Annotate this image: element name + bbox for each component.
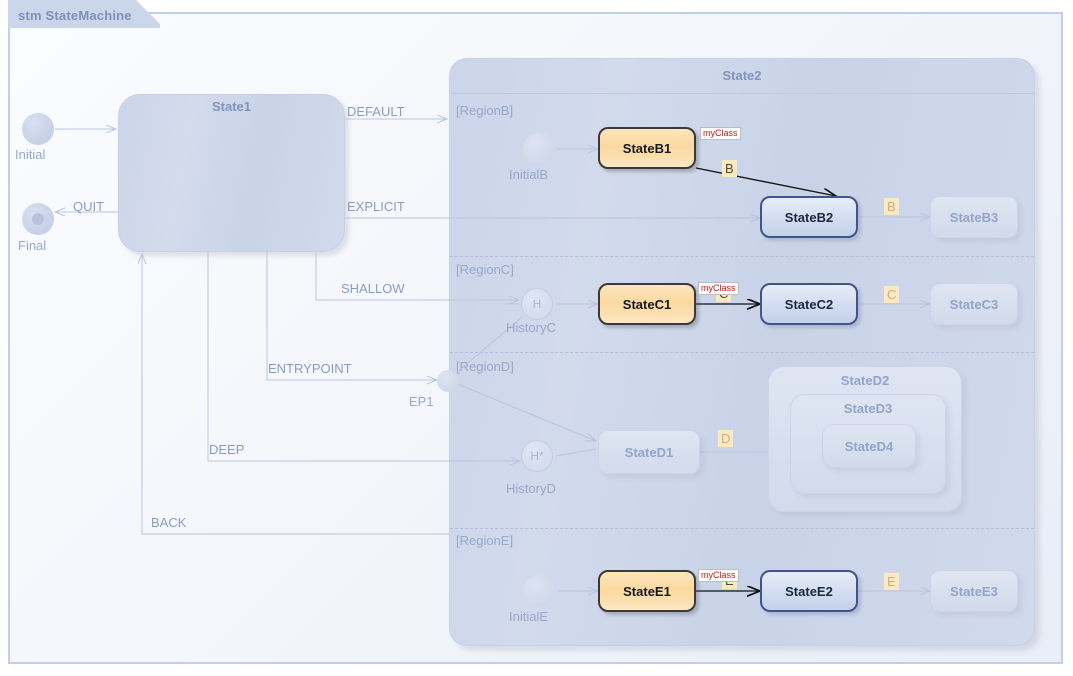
- event-chip-e-dim: E: [884, 573, 899, 590]
- state-statee3[interactable]: StateE3: [930, 570, 1018, 612]
- transition-label-entrypoint: ENTRYPOINT: [268, 361, 352, 376]
- state-stated1[interactable]: StateD1: [598, 430, 700, 474]
- event-chip-b-active: B: [722, 160, 737, 177]
- diagram-frame-tab: [8, 0, 160, 28]
- region-divider-c-d: [450, 352, 1034, 353]
- region-label-e: [RegionE]: [456, 533, 514, 548]
- state-statec2[interactable]: StateC2: [760, 283, 858, 325]
- initial-label: Initial: [15, 147, 46, 162]
- final-label: Final: [18, 238, 47, 253]
- state-statee1[interactable]: StateE1: [598, 570, 696, 612]
- state-stateb2[interactable]: StateB2: [760, 196, 858, 238]
- transition-label-back: BACK: [151, 515, 187, 530]
- stereotype-myclass-c: myClass: [698, 282, 739, 295]
- transition-label-quit: QUIT: [73, 199, 105, 214]
- history-shallow-c[interactable]: H: [521, 288, 553, 320]
- history-deep-d[interactable]: H*: [521, 440, 553, 472]
- region-divider-d-e: [450, 528, 1034, 529]
- state-stated4[interactable]: StateD4: [822, 424, 916, 468]
- state2-title: State2: [722, 68, 762, 83]
- state-statec3[interactable]: StateC3: [930, 283, 1018, 325]
- diagram-title: stm StateMachine: [18, 8, 132, 23]
- historyc-label: HistoryC: [506, 320, 556, 335]
- transition-label-shallow: SHALLOW: [341, 281, 405, 296]
- initialb-label: InitialB: [509, 167, 549, 182]
- final-inner-dot: [32, 213, 44, 225]
- state-statec1[interactable]: StateC1: [598, 283, 696, 325]
- transition-label-explicit: EXPLICIT: [347, 199, 405, 214]
- state2-header-divider: [450, 93, 1034, 94]
- historyd-label: HistoryD: [506, 481, 556, 496]
- stereotype-myclass-b: myClass: [700, 127, 741, 140]
- region-label-c: [RegionC]: [456, 262, 514, 277]
- initial-pseudostate[interactable]: [22, 113, 54, 145]
- region-divider-b-c: [450, 256, 1034, 257]
- stereotype-myclass-e: myClass: [698, 569, 739, 582]
- event-chip-d-dim: D: [718, 430, 734, 447]
- event-chip-b-dim: B: [884, 198, 899, 215]
- transition-label-default: DEFAULT: [347, 104, 405, 119]
- transition-label-deep: DEEP: [209, 442, 245, 457]
- state-stateb3[interactable]: StateB3: [930, 196, 1018, 238]
- state-state1[interactable]: [118, 94, 345, 252]
- region-label-d: [RegionD]: [456, 359, 514, 374]
- initial-pseudostate-e[interactable]: [523, 575, 555, 607]
- state-statee2[interactable]: StateE2: [760, 570, 858, 612]
- initiale-label: InitialE: [509, 609, 549, 624]
- entrypoint-ep1[interactable]: [437, 370, 459, 392]
- state-stateb1[interactable]: StateB1: [598, 127, 696, 169]
- event-chip-c-dim: C: [884, 286, 900, 303]
- stated3-label: StateD3: [843, 401, 893, 416]
- ep1-label: EP1: [409, 394, 434, 409]
- stated2-label: StateD2: [840, 373, 890, 388]
- initial-pseudostate-b[interactable]: [523, 133, 555, 165]
- state1-title: State1: [211, 99, 252, 114]
- region-label-b: [RegionB]: [456, 103, 514, 118]
